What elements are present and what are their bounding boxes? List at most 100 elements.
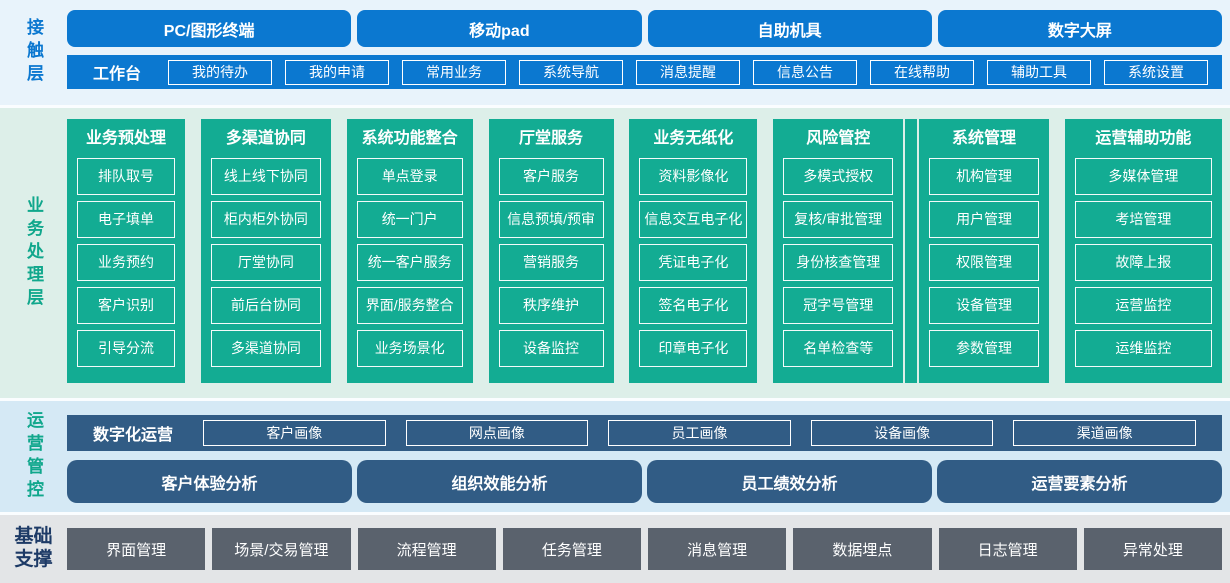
foundation-item[interactable]: 界面管理 [67,528,206,570]
foundation-item-label: 界面管理 [106,541,167,559]
business-layer-band: 业务处理层 业务预处理 排队取号 电子填单 [0,108,1230,398]
business-item[interactable]: 权限管理 [929,244,1040,281]
business-item-label: 业务场景化 [374,340,445,357]
business-item-label: 信息交互电子化 [644,211,743,228]
business-item[interactable]: 用户管理 [929,201,1040,238]
workbench-item[interactable]: 我的待办 [168,59,273,85]
digital-ops-item[interactable]: 客户画像 [203,420,386,446]
foundation-item[interactable]: 日志管理 [938,528,1077,570]
workbench-item[interactable]: 常用业务 [402,59,507,85]
business-item-label: 参数管理 [956,340,1013,357]
digital-ops-item[interactable]: 网点画像 [405,420,589,446]
analysis-box[interactable]: 客户体验分析 [67,460,352,503]
digital-ops-item[interactable]: 设备画像 [810,420,994,446]
terminal-button[interactable]: 移动pad [357,10,642,47]
digital-ops-item[interactable]: 渠道画像 [1013,420,1196,446]
business-item[interactable]: 凭证电子化 [639,244,748,281]
business-item[interactable]: 参数管理 [929,330,1040,367]
workbench-item[interactable]: 系统导航 [519,59,624,85]
workbench-item[interactable]: 在线帮助 [870,59,975,85]
business-item[interactable]: 运维监控 [1074,330,1212,367]
foundation-item[interactable]: 数据埋点 [793,528,932,570]
business-item[interactable]: 多媒体管理 [1074,158,1212,195]
foundation-item[interactable]: 流程管理 [357,528,496,570]
terminal-button-label: 自助机具 [757,22,822,40]
business-item[interactable]: 业务场景化 [356,330,463,367]
business-item-label: 名单检查等 [803,340,874,357]
business-item[interactable]: 多渠道协同 [210,330,321,367]
business-item[interactable]: 引导分流 [77,330,175,367]
digital-ops-item-label: 设备画像 [874,425,931,441]
workbench-item-label: 辅助工具 [1011,64,1068,80]
digital-ops-item[interactable]: 员工画像 [608,420,791,446]
business-item[interactable]: 身份核查管理 [783,244,894,281]
business-item[interactable]: 客户服务 [498,158,604,195]
analysis-box-label: 客户体验分析 [161,475,258,493]
business-item[interactable]: 资料影像化 [639,158,748,195]
workbench-item[interactable]: 信息公告 [753,59,858,85]
business-item-label: 资料影像化 [658,168,729,185]
workbench-item[interactable]: 辅助工具 [987,59,1092,85]
foundation-item[interactable]: 异常处理 [1083,528,1222,570]
business-item[interactable]: 运营监控 [1074,287,1212,324]
business-item[interactable]: 设备管理 [929,287,1040,324]
business-item[interactable]: 名单检查等 [783,330,894,367]
foundation-item[interactable]: 消息管理 [648,528,787,570]
business-item[interactable]: 厅堂协同 [210,244,321,281]
business-item[interactable]: 前后台协同 [210,287,321,324]
business-item[interactable]: 考培管理 [1074,201,1212,238]
contact-layer-band: 接触层 PC/图形终端 移动pad 自助机具 [0,0,1230,105]
contact-layer-label: 接触层 [24,18,43,87]
business-item[interactable]: 信息预填/预审 [498,201,604,238]
business-item[interactable]: 柜内柜外协同 [210,201,321,238]
business-item[interactable]: 印章电子化 [639,330,748,367]
business-item-label: 故障上报 [1115,254,1172,271]
analysis-box[interactable]: 运营要素分析 [937,460,1222,503]
analysis-box-label: 员工绩效分析 [741,475,838,493]
business-item[interactable]: 多模式授权 [783,158,894,195]
business-item[interactable]: 单点登录 [356,158,463,195]
foundation-item[interactable]: 场景/交易管理 [212,528,351,570]
terminal-button[interactable]: 自助机具 [647,10,932,47]
business-item[interactable]: 排队取号 [77,158,175,195]
business-item[interactable]: 机构管理 [929,158,1040,195]
business-item[interactable]: 秩序维护 [498,287,604,324]
business-item[interactable]: 冠字号管理 [783,287,894,324]
business-item-label: 运营监控 [1115,297,1172,314]
business-column-title: 业务预处理 [85,130,166,147]
terminal-button[interactable]: PC/图形终端 [67,10,352,47]
business-item-label: 电子填单 [98,211,154,228]
business-item[interactable]: 线上线下协同 [210,158,321,195]
analysis-box[interactable]: 组织效能分析 [357,460,642,503]
business-item-label: 客户服务 [523,168,580,185]
workbench-item[interactable]: 系统设置 [1104,59,1209,85]
business-item-label: 统一客户服务 [367,254,452,271]
workbench-item-label: 消息提醒 [660,64,717,80]
foundation-item[interactable]: 任务管理 [502,528,641,570]
business-item-label: 统一门户 [381,211,438,228]
business-layer-label-column: 业务处理层 [0,108,67,398]
business-item-label: 营销服务 [523,254,580,271]
workbench-item[interactable]: 我的申请 [285,59,390,85]
business-item[interactable]: 签名电子化 [639,287,748,324]
business-item[interactable]: 统一客户服务 [356,244,463,281]
business-item[interactable]: 电子填单 [77,201,175,238]
business-item[interactable]: 客户识别 [77,287,175,324]
business-item[interactable]: 统一门户 [356,201,463,238]
business-item[interactable]: 设备监控 [498,330,604,367]
business-item[interactable]: 信息交互电子化 [639,201,748,238]
business-item[interactable]: 复核/审批管理 [783,201,894,238]
analysis-box[interactable]: 员工绩效分析 [647,460,932,503]
foundation-layer-label: 基础支撑 [14,526,53,570]
terminal-button[interactable]: 数字大屏 [937,10,1222,47]
business-item-label: 身份核查管理 [796,254,881,271]
business-column-title: 运营辅助功能 [1095,130,1192,147]
business-item[interactable]: 故障上报 [1074,244,1212,281]
workbench-item[interactable]: 消息提醒 [636,59,741,85]
business-item[interactable]: 界面/服务整合 [356,287,463,324]
terminal-button-label: 数字大屏 [1047,22,1112,40]
business-item[interactable]: 营销服务 [498,244,604,281]
business-item-label: 线上线下协同 [223,168,308,185]
business-item[interactable]: 业务预约 [77,244,175,281]
analysis-box-label: 运营要素分析 [1031,475,1128,493]
